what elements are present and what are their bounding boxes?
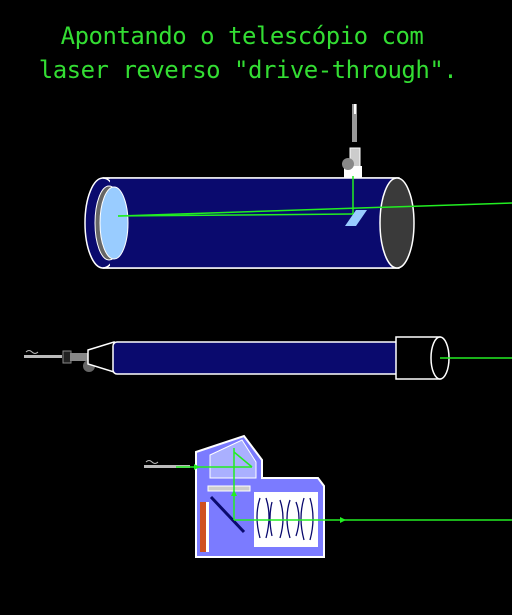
laser-beam-to-primary <box>117 213 354 217</box>
focuser-knob <box>342 158 354 170</box>
newtonian-tube-opening <box>379 177 415 269</box>
reflex-mirror <box>209 495 246 534</box>
refractor-tube <box>112 341 404 375</box>
title-line-2: laser reverso "drive-through". <box>38 56 458 84</box>
focusing-screen <box>207 485 251 492</box>
secondary-mirror <box>345 210 367 226</box>
laser-pointer-squiggle <box>25 350 39 354</box>
laser-pointer-body <box>24 355 62 358</box>
reflex-camera <box>144 434 512 558</box>
collimation-laser <box>352 104 357 142</box>
pentaprism <box>209 439 257 479</box>
laser-pointer-camera <box>144 465 190 468</box>
lens-elements <box>256 497 314 541</box>
diagonal-tube <box>70 353 88 361</box>
title-line-1: Apontando o telescópio com <box>60 22 424 50</box>
refractor-telescope <box>24 336 512 380</box>
laser-beam-out <box>117 202 512 217</box>
film-plane <box>200 502 206 552</box>
primary-mirror <box>99 186 129 260</box>
laser-beam-camera <box>176 448 512 521</box>
laser-clamp <box>62 350 72 364</box>
newtonian-telescope <box>84 104 512 269</box>
